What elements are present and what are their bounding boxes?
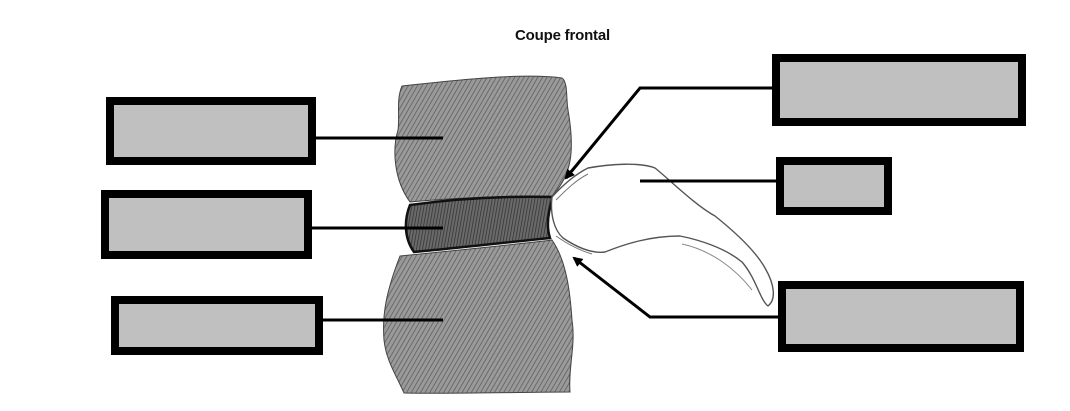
label-box-articular-process[interactable] — [776, 157, 892, 215]
articular-process-outline — [550, 163, 774, 307]
label-box-lower-facet[interactable] — [778, 281, 1024, 352]
leader-arrow-upper-facet — [564, 86, 775, 180]
leader-arrow-lower-facet — [572, 256, 782, 319]
label-box-intervertebral-disc[interactable] — [101, 190, 312, 259]
label-box-upper-facet[interactable] — [772, 54, 1026, 126]
diagram-title: Coupe frontal — [515, 27, 610, 44]
label-box-upper-vertebral-body[interactable] — [106, 97, 316, 165]
label-box-lower-vertebral-body[interactable] — [111, 296, 323, 355]
lower-vertebral-body-shape — [383, 239, 574, 394]
intervertebral-disc-shape — [404, 195, 555, 254]
